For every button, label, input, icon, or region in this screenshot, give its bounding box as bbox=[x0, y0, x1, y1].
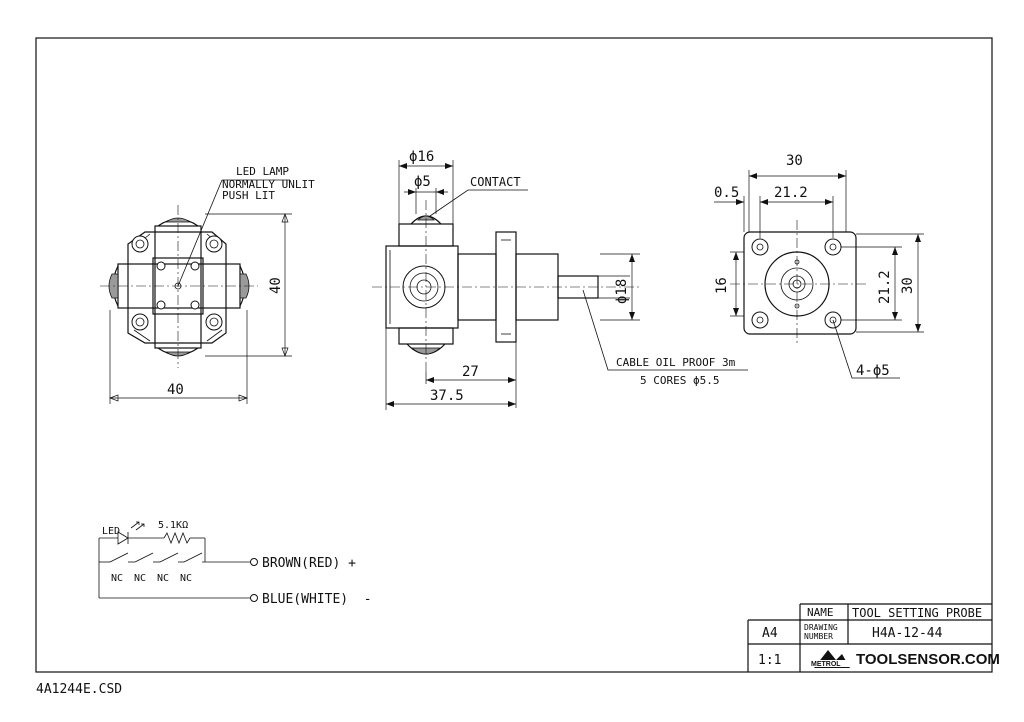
front-height-dim: 40 bbox=[268, 277, 284, 294]
led-note-line3: PUSH LIT bbox=[222, 189, 275, 202]
front-view bbox=[100, 179, 292, 404]
led-note-line1: LED LAMP bbox=[236, 165, 289, 178]
nc-label-1: NC bbox=[111, 573, 123, 584]
drawing-number-label-1: DRAWING bbox=[804, 623, 838, 632]
name-value: TOOL SETTING PROBE bbox=[852, 606, 982, 620]
paper-size: A4 bbox=[762, 626, 778, 641]
metrol-logo-icon bbox=[810, 650, 852, 668]
flange-dim-30-right: 30 bbox=[900, 277, 916, 294]
front-width-dim: 40 bbox=[167, 382, 184, 398]
cable-note-line1: CABLE OIL PROOF 3m bbox=[616, 356, 736, 369]
nc-label-4: NC bbox=[180, 573, 192, 584]
brown-wire-label: BROWN(RED) + bbox=[262, 556, 356, 571]
dim-phi18: ϕ18 bbox=[614, 279, 630, 304]
dim-27: 27 bbox=[462, 364, 479, 380]
drawing-border bbox=[35, 37, 993, 673]
title-block bbox=[747, 603, 992, 672]
flange-dim-30-top: 30 bbox=[786, 153, 803, 169]
side-view bbox=[372, 160, 748, 410]
flange-view bbox=[714, 170, 924, 379]
flange-dim-16: 16 bbox=[714, 277, 730, 294]
wiring-circuit bbox=[98, 521, 258, 602]
name-label: NAME bbox=[807, 606, 834, 619]
scale-value: 1:1 bbox=[758, 653, 781, 668]
file-name: 4A1244E.CSD bbox=[36, 682, 122, 697]
blue-wire-label: BLUE(WHITE) - bbox=[262, 592, 372, 607]
drawing-number-value: H4A-12-44 bbox=[872, 626, 943, 641]
dim-phi5: ϕ5 bbox=[414, 174, 431, 190]
flange-dim-21-2-top: 21.2 bbox=[774, 185, 808, 201]
dim-37-5: 37.5 bbox=[430, 388, 464, 404]
holes-label: 4-ϕ5 bbox=[856, 363, 890, 379]
cable-note-line2: 5 CORES ϕ5.5 bbox=[640, 374, 719, 387]
drawing-number-label-2: NUMBER bbox=[804, 632, 833, 641]
flange-dim-21-2-right: 21.2 bbox=[877, 270, 893, 304]
flange-dim-0-5: 0.5 bbox=[714, 185, 739, 201]
website-text: TOOLSENSOR.COM bbox=[856, 651, 1000, 668]
resistor-label: 5.1KΩ bbox=[158, 520, 188, 531]
nc-label-2: NC bbox=[134, 573, 146, 584]
dim-phi16: ϕ16 bbox=[409, 149, 434, 165]
contact-label: CONTACT bbox=[470, 175, 521, 189]
led-label: LED bbox=[102, 526, 120, 537]
led-note-line2: NORMALLY UNLIT bbox=[222, 178, 315, 191]
nc-label-3: NC bbox=[157, 573, 169, 584]
logo-text: METROL bbox=[811, 661, 841, 668]
